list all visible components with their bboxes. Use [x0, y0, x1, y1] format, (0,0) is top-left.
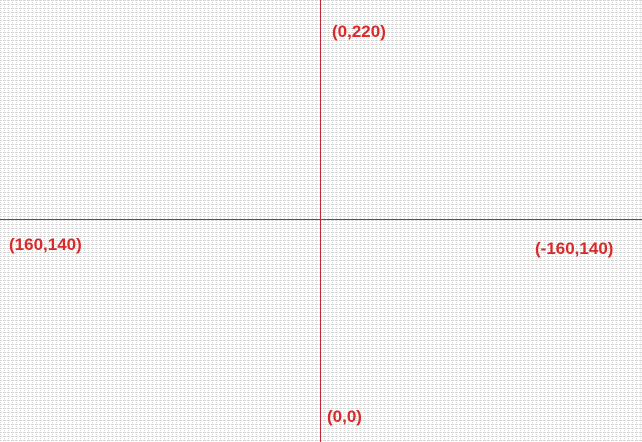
- label-right-coordinate: (-160,140): [535, 239, 613, 258]
- label-left-coordinate: (160,140): [9, 235, 82, 254]
- label-top-coordinate: (0,220): [332, 22, 386, 41]
- label-bottom-coordinate: (0,0): [327, 407, 362, 426]
